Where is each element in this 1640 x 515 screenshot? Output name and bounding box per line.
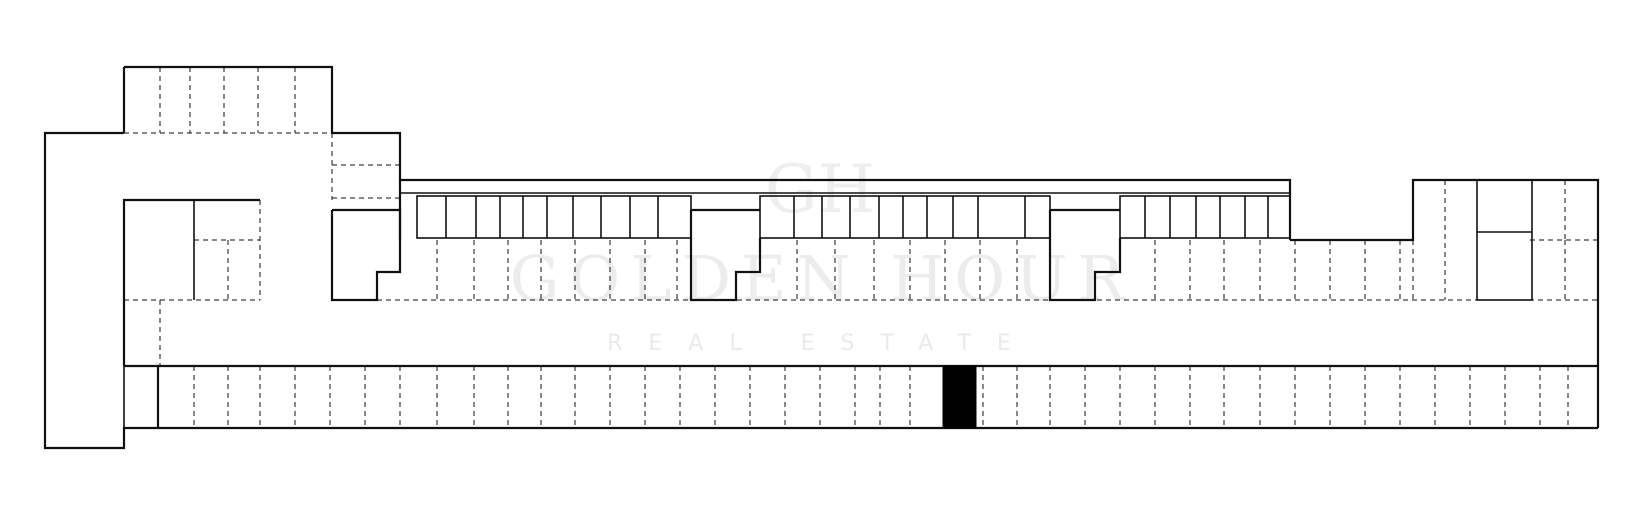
bottom-stall-dividers <box>193 366 1569 428</box>
watermark: GH GOLDEN HOUR REAL ESTATE <box>510 151 1134 356</box>
top-parking-block <box>124 65 402 180</box>
left-wing-outline <box>43 131 158 450</box>
cluster-3-dividers <box>1144 196 1269 238</box>
right-block-outline <box>1290 178 1600 428</box>
watermark-logo: GH <box>765 151 875 228</box>
right-core <box>1476 179 1533 301</box>
cluster-1-dividers <box>445 196 659 238</box>
top-parking-dividers <box>159 67 296 133</box>
block-b-step <box>689 210 762 302</box>
upper-stall-dividers <box>436 239 1598 300</box>
bottom-parking-row <box>123 364 1598 430</box>
watermark-subtitle: REAL ESTATE <box>607 331 1037 356</box>
main-top-row <box>330 178 1598 302</box>
occupied-space <box>942 365 977 429</box>
side-stalls <box>331 133 400 200</box>
inner-island <box>122 198 260 366</box>
cluster-2-dividers <box>793 196 1026 238</box>
left-wing <box>43 65 402 450</box>
block-a <box>332 208 402 240</box>
right-block <box>1290 178 1600 428</box>
island-dividers <box>124 200 261 366</box>
cluster-1 <box>416 195 692 239</box>
block-c-step <box>1048 210 1122 302</box>
cluster-3 <box>1119 195 1291 239</box>
block-a-step <box>330 210 402 302</box>
right-block-dividers <box>1412 180 1566 300</box>
watermark-brand: GOLDEN HOUR <box>510 242 1134 315</box>
